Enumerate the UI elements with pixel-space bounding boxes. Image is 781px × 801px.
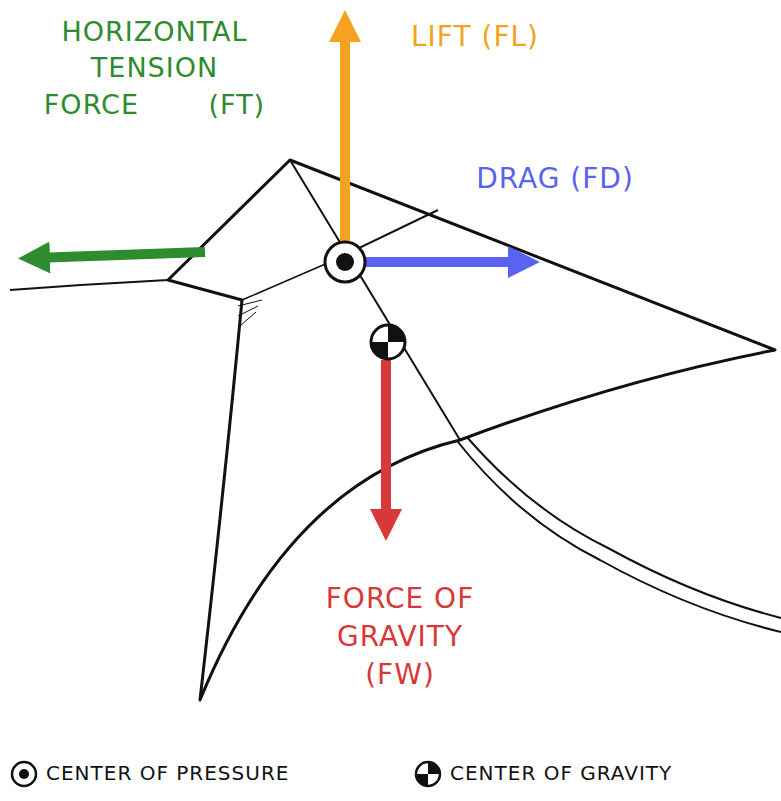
drag-label: DRAG (FD) [470, 160, 640, 198]
legend-text: CENTER OF PRESSURE [46, 761, 289, 785]
tension-label: HORIZONTAL TENSION FORCE (FT) [42, 14, 267, 123]
legend-gravity-symbol [416, 762, 440, 786]
drag-arrow [366, 257, 524, 267]
tension-arrow [34, 252, 205, 258]
legend-pressure-symbol [12, 762, 36, 786]
pressure-symbol [325, 242, 365, 282]
legend-text: CENTER OF GRAVITY [450, 761, 672, 785]
gravity-arrow [381, 360, 391, 525]
gravity-label: FORCE OF GRAVITY (FW) [300, 580, 500, 693]
lift-label: LIFT (FL) [380, 18, 570, 56]
gravity-symbol [371, 325, 405, 359]
lift-arrow [340, 26, 350, 245]
